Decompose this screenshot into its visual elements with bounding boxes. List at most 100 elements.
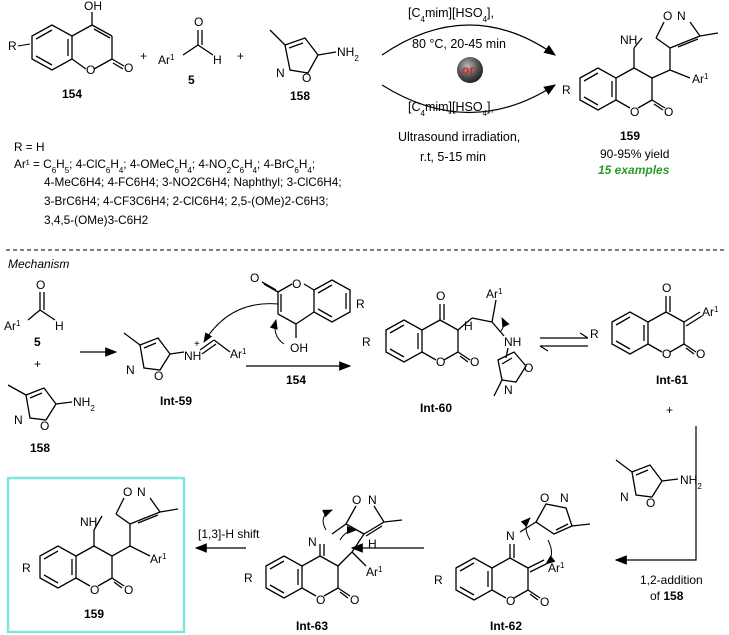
- mech-154-structure: [261, 279, 351, 338]
- ar-line-3: 3-BrC6H4; 4-CF3C6H4; 2-ClC6H4; 2,5-(OMe)…: [44, 194, 329, 208]
- p1-carbonyl-o-label: O: [664, 105, 673, 119]
- int59-nh: NH: [184, 349, 201, 363]
- int62-n: N: [506, 529, 515, 543]
- int60-r: R: [362, 335, 371, 349]
- int60-ar1: Ar1: [486, 287, 503, 302]
- int60-n-isox: N: [504, 383, 513, 397]
- int60-h: H: [464, 319, 473, 333]
- label-int59: Int-59: [160, 394, 192, 408]
- r-substituent-label: R: [8, 39, 17, 53]
- aldehyde-oxygen-label: O: [194, 15, 203, 29]
- yield-text: 90-95% yield: [600, 147, 669, 161]
- int60-nh: NH: [504, 335, 521, 349]
- int61-ketone-o: O: [662, 281, 671, 295]
- amine-label: NH2: [337, 45, 359, 63]
- int59-plus: +: [194, 339, 200, 350]
- int63-n: N: [308, 535, 317, 549]
- int62-n-isox: N: [560, 491, 569, 505]
- mech154-ring-o: O: [292, 277, 301, 291]
- mech-label-158: 158: [30, 441, 50, 455]
- label-int60: Int-60: [420, 401, 452, 415]
- int63-carbonyl-o: O: [350, 593, 359, 607]
- p1-ring-o-label: O: [630, 105, 639, 119]
- compound-5-structure: [182, 30, 214, 56]
- int60-carbonyl-o: O: [470, 355, 479, 369]
- p1-ar1-label: Ar1: [692, 72, 709, 87]
- mech158b-o: O: [646, 496, 655, 510]
- cond1-temp-time: 80 °C, 20-45 min: [412, 37, 506, 51]
- int63-r: R: [244, 571, 253, 585]
- int62-curly-2: [545, 539, 556, 565]
- int63-h: H: [368, 537, 377, 551]
- int62-r: R: [434, 573, 443, 587]
- product-159-mech-structure: [39, 497, 179, 589]
- int63-curly-2: [339, 526, 357, 541]
- int62-carbonyl-o: O: [540, 595, 549, 609]
- mechanism-heading: Mechanism: [8, 257, 69, 271]
- mech-158-structure: [7, 384, 73, 421]
- mech-ald-o: O: [36, 278, 45, 292]
- enol-curly-arrow: [269, 319, 285, 345]
- p2-o-label: O: [123, 485, 132, 499]
- int59-structure: [123, 332, 231, 371]
- cond2-solvent: [C4mim][HSO4],: [408, 100, 494, 118]
- int61-ar1: Ar1: [702, 305, 719, 320]
- cond2-time: r.t, 5-15 min: [420, 150, 486, 164]
- int61-carbonyl-o: O: [696, 347, 705, 361]
- addition-text-b: of 158: [650, 589, 684, 603]
- int63-curly-1: [322, 509, 333, 531]
- int62-ar1: Ar1: [548, 561, 565, 576]
- p2-ring-o: O: [90, 583, 99, 597]
- p1-n-label: N: [677, 9, 686, 23]
- int59-n: N: [126, 363, 135, 377]
- label-159: 159: [620, 129, 640, 143]
- mech-label-5: 5: [34, 335, 41, 349]
- mech154-carbonyl-o: O: [250, 271, 259, 285]
- int63-n-isox: N: [368, 493, 377, 507]
- ar1-label: Ar1: [158, 53, 175, 68]
- mech-plus-2: +: [666, 403, 673, 417]
- mech-158-nh2: NH2: [73, 395, 95, 413]
- isoxazole-n-label: N: [276, 66, 285, 80]
- shift-text: [1,3]-H shift: [198, 527, 260, 541]
- or-ball: [457, 57, 483, 83]
- int60-ketone-o: O: [436, 289, 445, 303]
- compound-154-structure: [31, 12, 125, 71]
- label-5: 5: [188, 73, 195, 87]
- int63-structure: [265, 505, 403, 599]
- p2-n-label: N: [137, 485, 146, 499]
- int60-o-isox: O: [524, 361, 533, 375]
- plus-sign: +: [140, 49, 147, 63]
- ar-line-4: 3,4,5-(OMe)3-C6H2: [44, 213, 148, 227]
- mech-158b-structure: [615, 459, 679, 498]
- int62-ring-o: O: [506, 594, 515, 608]
- reagent-154: 154: [286, 373, 306, 387]
- isoxazole-o-label: O: [302, 71, 311, 85]
- int63-ar1: Ar1: [366, 565, 383, 580]
- mech-ald-ar1: Ar1: [4, 319, 21, 334]
- product-highlight-box: [6, 476, 186, 634]
- int60-curly-arrow: [499, 317, 510, 333]
- int59-o: O: [154, 369, 163, 383]
- label-158: 158: [290, 89, 310, 103]
- p2-r-label: R: [22, 561, 31, 575]
- int59-ar1: Ar1: [230, 347, 247, 362]
- carbonyl-oxygen-label: O: [124, 61, 133, 75]
- label-154: 154: [62, 87, 82, 101]
- compound-158-structure: [269, 29, 337, 74]
- mech-158-n: N: [14, 413, 23, 427]
- p1-r-label: R: [562, 83, 571, 97]
- r-definition: R = H: [14, 140, 44, 154]
- label-int63: Int-63: [296, 619, 328, 633]
- equilibrium-arrows: [539, 332, 589, 352]
- mech154-oh: OH: [290, 341, 308, 355]
- p2-nh-label: NH: [80, 515, 97, 529]
- mech-plus: +: [34, 357, 41, 371]
- int62-curly-1: [520, 517, 531, 541]
- ar-line-2: 4-MeC6H4; 4-FC6H4; 3-NO2C6H4; Naphthyl; …: [44, 175, 342, 189]
- int61-structure: [611, 296, 703, 355]
- ar-line-1: Ar¹ = C6H5; 4-ClC6H4; 4-OMeC6H4; 4-NO2C6…: [14, 157, 315, 175]
- label-int61: Int-61: [656, 373, 688, 387]
- int62-o: O: [540, 491, 549, 505]
- int61-ring-o: O: [662, 347, 671, 361]
